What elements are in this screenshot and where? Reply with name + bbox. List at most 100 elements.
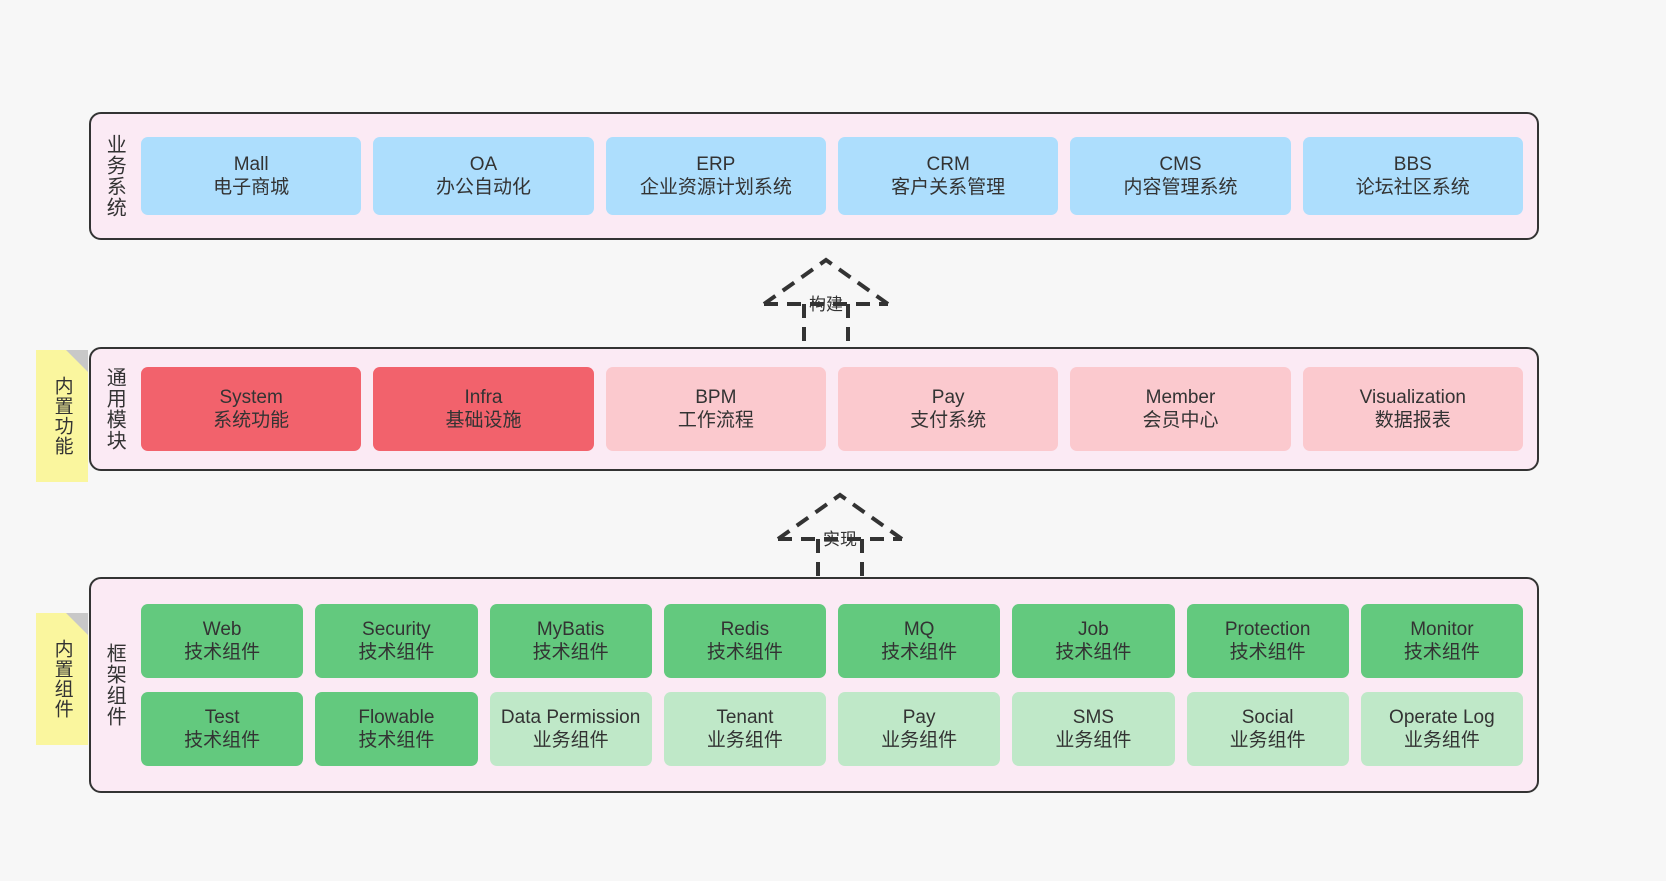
connector-build-label: 构建 [809,295,843,314]
card-social[interactable]: Social 业务组件 [1186,692,1349,766]
card-mq-desc: 技术组件 [881,642,958,663]
card-security[interactable]: Security 技术组件 [315,604,478,678]
layer-body-framework-components: Web 技术组件 Security 技术组件 MyBatis 技术组件 Redi… [137,579,1537,791]
card-visualization-desc: 数据报表 [1374,410,1451,431]
card-bbs-desc: 论坛社区系统 [1355,177,1470,198]
card-cms[interactable]: CMS 内容管理系统 [1070,137,1291,215]
card-oa-name: OA [469,153,498,175]
card-job-name: Job [1078,618,1109,640]
card-data-permission[interactable]: Data Permission 业务组件 [489,692,652,766]
card-infra-name: Infra [464,386,503,408]
card-web-name: Web [202,618,242,640]
card-mall[interactable]: Mall 电子商城 [141,137,362,215]
card-bbs[interactable]: BBS 论坛社区系统 [1302,137,1523,215]
card-mybatis-name: MyBatis [536,618,605,640]
card-flowable-desc: 技术组件 [358,730,435,751]
card-mybatis-desc: 技术组件 [532,642,609,663]
card-social-desc: 业务组件 [1229,730,1306,751]
note-builtin-features: 内置功能 [36,350,88,482]
card-pay-component-desc: 业务组件 [881,730,958,751]
card-bbs-name: BBS [1393,153,1432,175]
card-protection-desc: 技术组件 [1229,642,1306,663]
card-cms-name: CMS [1159,153,1202,175]
card-system-name: System [219,386,283,408]
card-data-permission-desc: 业务组件 [532,730,609,751]
card-crm-name: CRM [926,153,970,175]
card-bpm-desc: 工作流程 [677,410,754,431]
card-bpm-name: BPM [695,386,737,408]
card-tenant-desc: 业务组件 [706,730,783,751]
card-cms-desc: 内容管理系统 [1123,177,1238,198]
card-member[interactable]: Member 会员中心 [1070,367,1291,451]
card-operate-log-name: Operate Log [1389,706,1495,728]
note-builtin-features-text: 内置功能 [51,376,73,456]
card-web[interactable]: Web 技术组件 [141,604,304,678]
card-sms-name: SMS [1072,706,1114,728]
card-system[interactable]: System 系统功能 [141,367,362,451]
card-member-name: Member [1145,386,1216,408]
layer-common-modules: 通用模块 System 系统功能 Infra 基础设施 BPM 工作流程 Pay… [89,347,1539,471]
card-operate-log-desc: 业务组件 [1403,730,1480,751]
layer-framework-components: 框架组件 Web 技术组件 Security 技术组件 MyBatis 技术组件… [89,577,1539,793]
card-social-name: Social [1241,706,1294,728]
card-flowable[interactable]: Flowable 技术组件 [315,692,478,766]
card-monitor-desc: 技术组件 [1403,642,1480,663]
card-job[interactable]: Job 技术组件 [1012,604,1175,678]
card-mall-desc: 电子商城 [213,177,290,198]
card-protection-name: Protection [1224,618,1311,640]
card-pay-component[interactable]: Pay 业务组件 [838,692,1001,766]
card-tenant[interactable]: Tenant 业务组件 [663,692,826,766]
card-data-permission-name: Data Permission [500,706,641,728]
card-test-desc: 技术组件 [184,730,261,751]
card-system-desc: 系统功能 [213,410,290,431]
card-redis[interactable]: Redis 技术组件 [663,604,826,678]
card-infra-desc: 基础设施 [445,410,522,431]
card-job-desc: 技术组件 [1055,642,1132,663]
card-mq-name: MQ [903,618,935,640]
card-web-desc: 技术组件 [184,642,261,663]
card-monitor[interactable]: Monitor 技术组件 [1360,604,1523,678]
card-monitor-name: Monitor [1410,618,1474,640]
card-erp-desc: 企业资源计划系统 [639,177,792,198]
layer-title-business-system: 业务系统 [103,134,126,218]
card-pay-module[interactable]: Pay 支付系统 [837,367,1059,451]
card-mybatis[interactable]: MyBatis 技术组件 [489,604,652,678]
card-sms[interactable]: SMS 业务组件 [1012,692,1175,766]
framework-row-business: Test 技术组件 Flowable 技术组件 Data Permission … [141,692,1523,766]
connector-implement-label: 实现 [823,530,857,549]
card-tenant-name: Tenant [716,706,774,728]
card-pay-module-desc: 支付系统 [910,410,987,431]
card-oa-desc: 办公自动化 [435,177,531,198]
card-erp[interactable]: ERP 企业资源计划系统 [605,137,826,215]
layer-title-framework-components: 框架组件 [103,643,126,727]
connector-build: 构建 [746,252,906,354]
card-flowable-name: Flowable [358,706,435,728]
layer-title-common-modules: 通用模块 [103,367,126,451]
card-crm[interactable]: CRM 客户关系管理 [837,137,1059,215]
card-sms-desc: 业务组件 [1055,730,1132,751]
card-test-name: Test [204,706,240,728]
note-builtin-components: 内置组件 [36,613,88,745]
card-bpm[interactable]: BPM 工作流程 [605,367,826,451]
card-security-name: Security [362,618,431,640]
layer-body-common-modules: System 系统功能 Infra 基础设施 BPM 工作流程 Pay 支付系统… [137,349,1537,469]
framework-row-technical: Web 技术组件 Security 技术组件 MyBatis 技术组件 Redi… [141,604,1523,678]
layer-business-system: 业务系统 Mall 电子商城 OA 办公自动化 ERP 企业资源计划系统 CRM… [89,112,1539,240]
card-redis-name: Redis [720,618,770,640]
card-mq[interactable]: MQ 技术组件 [838,604,1001,678]
card-test[interactable]: Test 技术组件 [141,692,304,766]
layer-body-business-system: Mall 电子商城 OA 办公自动化 ERP 企业资源计划系统 CRM 客户关系… [137,114,1537,238]
card-visualization[interactable]: Visualization 数据报表 [1302,367,1523,451]
card-infra[interactable]: Infra 基础设施 [373,367,594,451]
card-protection[interactable]: Protection 技术组件 [1186,604,1349,678]
card-redis-desc: 技术组件 [706,642,783,663]
connector-implement: 实现 [760,487,920,589]
card-operate-log[interactable]: Operate Log 业务组件 [1360,692,1523,766]
card-visualization-name: Visualization [1359,386,1466,408]
note-builtin-components-text: 内置组件 [51,639,73,719]
card-member-desc: 会员中心 [1142,410,1219,431]
card-mall-name: Mall [233,153,269,175]
card-oa[interactable]: OA 办公自动化 [373,137,594,215]
card-pay-module-name: Pay [931,386,965,408]
